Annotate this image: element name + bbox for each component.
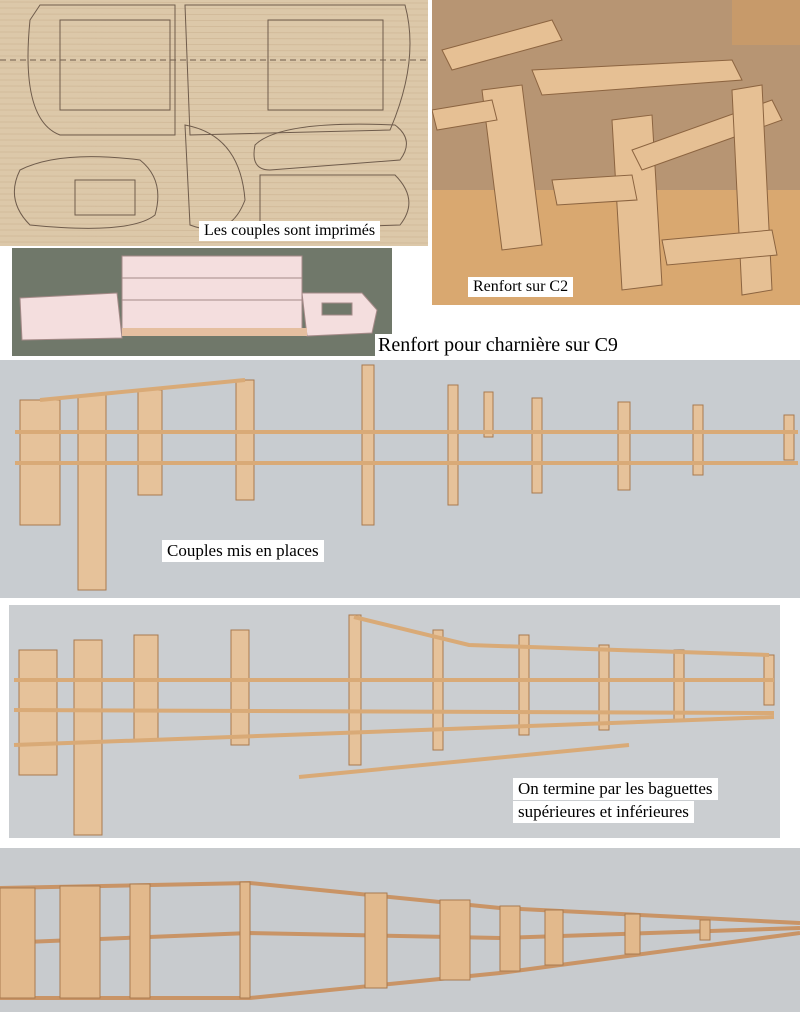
caption-longerons-line2: supérieures et inférieures [513,801,694,823]
photo-fuselage-frame [0,848,800,1012]
caption-longerons-line1: On termine par les baguettes [513,778,718,800]
caption-printed-formers: Les couples sont imprimés [199,221,381,242]
caption-c9-hinge: Renfort pour charnière sur C9 [375,334,621,357]
photo-printed-formers [0,0,428,246]
caption-c2-reinforcement: Renfort sur C2 [468,277,574,298]
photo-c2-reinforcement [432,0,800,305]
photo-c9-hinge [12,248,392,356]
caption-formers-placed: Couples mis en places [162,540,324,562]
photo-formers-placed [0,360,800,598]
